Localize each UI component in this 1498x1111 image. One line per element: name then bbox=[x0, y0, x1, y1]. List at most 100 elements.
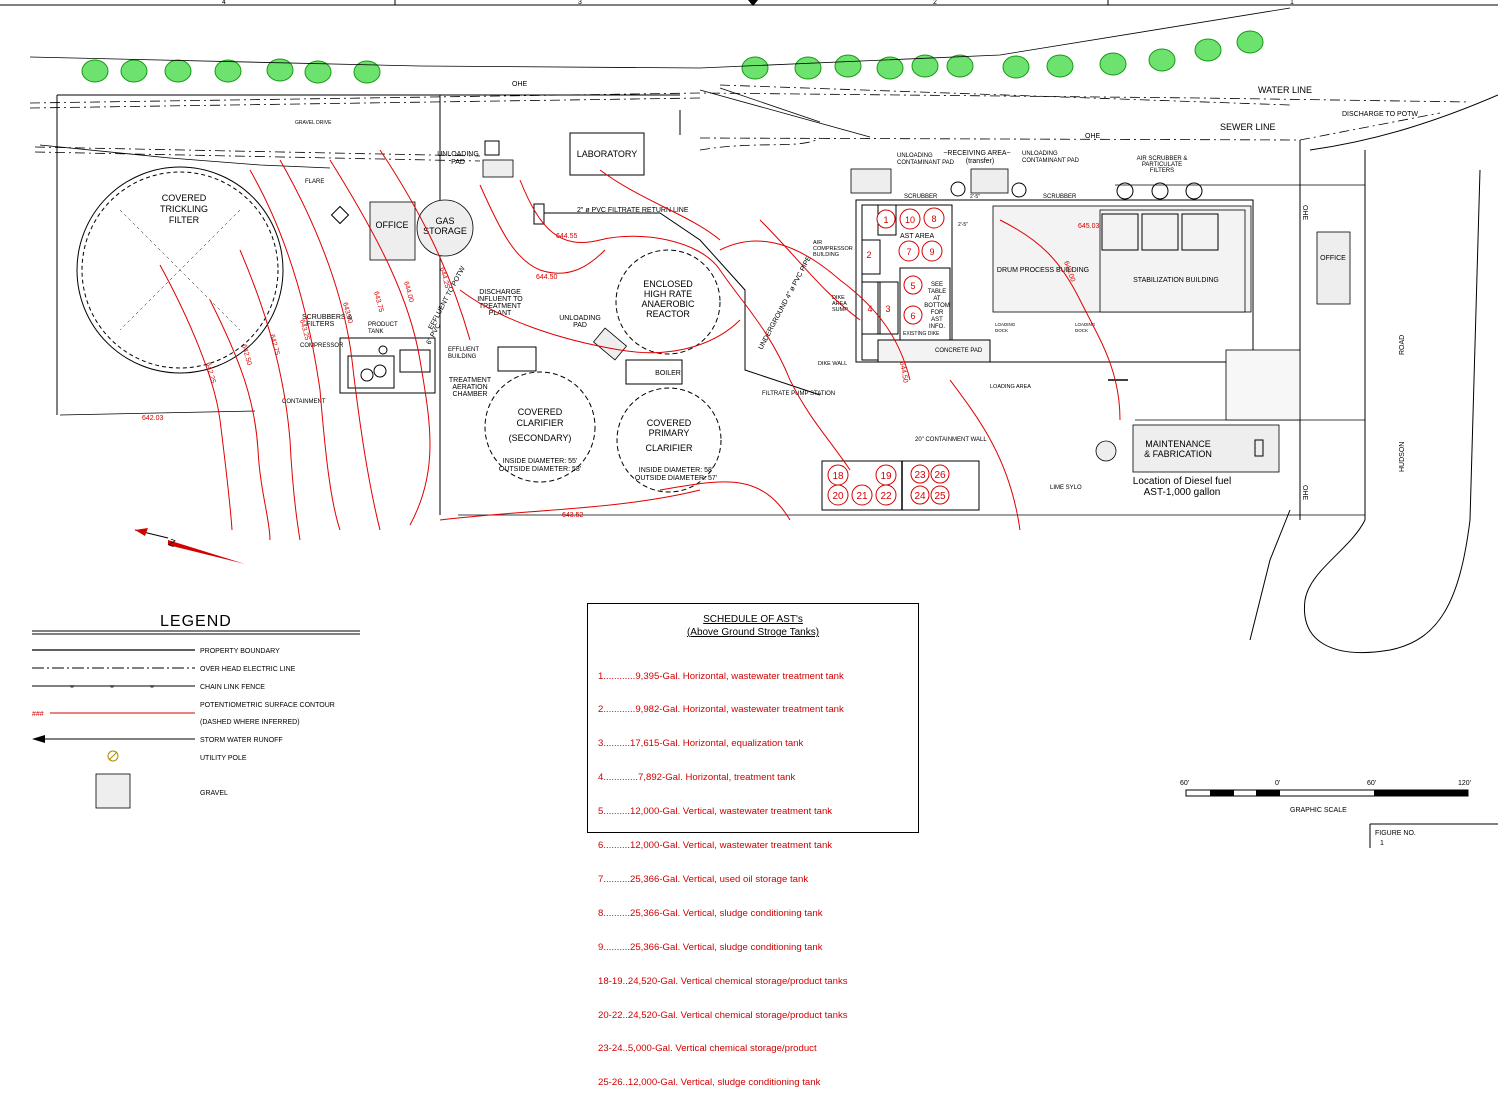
chem-tank-24: 24 bbox=[910, 485, 930, 505]
chem-tank-22: 22 bbox=[875, 484, 897, 506]
north-arrow: Z bbox=[134, 528, 245, 564]
laboratory-label: LABORATORY bbox=[577, 149, 638, 159]
ast-tank-3: 3 bbox=[885, 304, 890, 314]
graphic-scale: 60' 0' 60' 120' GRAPHIC SCALE bbox=[1180, 780, 1471, 814]
chem-tank-21-num: 21 bbox=[856, 491, 868, 502]
aeration-chamber bbox=[497, 346, 537, 372]
scrubbers-filters-line1: SCRUBBERS & bbox=[302, 314, 353, 321]
schedule-title: SCHEDULE OF AST's bbox=[703, 614, 803, 625]
ast-schedule: SCHEDULE OF AST's (Above Ground Stroge T… bbox=[587, 603, 919, 1088]
existing-dike-label: EXISTING DIKE bbox=[903, 331, 940, 337]
concrete-pad-label: CONCRETE PAD bbox=[935, 348, 983, 354]
gas-storage-tank bbox=[416, 199, 474, 257]
office-east bbox=[1316, 231, 1351, 305]
contour-642-25: 642.25 bbox=[204, 362, 216, 385]
site-plan: 4 3 2 1 bbox=[0, 0, 1498, 848]
svg-text:×: × bbox=[150, 684, 154, 691]
ast-tank-3-num: 3 bbox=[885, 304, 890, 314]
chem-tank-18-num: 18 bbox=[832, 471, 844, 482]
discharge-influent-line2: INFLUENT TO bbox=[477, 296, 523, 303]
drum-process-label: DRUM PROCESS BUILDING bbox=[997, 267, 1089, 274]
diesel-line2: AST-1,000 gallon bbox=[1144, 487, 1221, 498]
schedule-row: 18-19..24,520-Gal. Vertical chemical sto… bbox=[598, 975, 848, 987]
legend: ××× ### LEGEND PROPERTY BOUNDARY OVER HE… bbox=[32, 613, 360, 809]
ohe-label-4: OHE bbox=[1301, 485, 1308, 501]
air-compressor-line3: BUILDING bbox=[813, 252, 839, 258]
potentiometric-contours bbox=[159, 149, 1121, 541]
clarifier-sec-line3: (SECONDARY) bbox=[509, 433, 572, 443]
frame-col-1: 1 bbox=[1290, 0, 1294, 6]
legend-item-contour: POTENTIOMETRIC SURFACE CONTOUR bbox=[200, 702, 335, 709]
dim-label-2: 2'-5" bbox=[970, 194, 980, 200]
air-scrubber-line2: PARTICULATE bbox=[1142, 162, 1182, 168]
trickling-filter: COVERED TRICKLING FILTER bbox=[76, 166, 284, 374]
ast-tank-7-num: 7 bbox=[906, 247, 911, 257]
dike-sump-line3: SUMP bbox=[832, 307, 848, 313]
water-line-label: WATER LINE bbox=[1258, 85, 1312, 95]
schedule-row: 25-26..12,000-Gal. Vertical, sludge cond… bbox=[598, 1077, 821, 1089]
flare-symbol bbox=[330, 205, 350, 225]
maintenance-line2: & FABRICATION bbox=[1144, 449, 1212, 459]
filtrate-box bbox=[533, 203, 545, 225]
chem-tank-19: 19 bbox=[875, 464, 897, 486]
see-table-line2: TABLE bbox=[928, 289, 947, 295]
ast-tank-4-num: 4 bbox=[867, 304, 872, 314]
ast-tank-8-num: 8 bbox=[931, 214, 936, 224]
unloading-contam-1-line2: CONTAMINANT PAD bbox=[897, 160, 955, 166]
product-tank-line1: PRODUCT bbox=[368, 322, 398, 328]
maintenance-line1: MAINTENANCE bbox=[1145, 439, 1211, 449]
chem-tank-25: 25 bbox=[930, 485, 950, 505]
unloading-contaminant-pad-2 bbox=[970, 168, 1009, 194]
loading-dock-2-line1: LOADING bbox=[1075, 322, 1096, 327]
boiler-building bbox=[625, 359, 683, 385]
ast-tank-9: 9 bbox=[921, 240, 943, 262]
air-scrubber-line3: FILTERS bbox=[1150, 168, 1174, 174]
contour-644-50-a: 644.50 bbox=[536, 274, 558, 281]
unloading-pad-1 bbox=[482, 159, 514, 178]
gravel-drive-label: GRAVEL DRIVE bbox=[295, 120, 332, 126]
figure-block: FIGURE NO. 1 bbox=[1369, 823, 1498, 848]
contour-643-75: 643.75 bbox=[372, 291, 384, 314]
office-building bbox=[369, 201, 416, 261]
office-east-label: OFFICE bbox=[1320, 255, 1346, 262]
dike-wall-label: DIKE WALL bbox=[818, 361, 847, 367]
ast-tank-6-num: 6 bbox=[910, 311, 915, 321]
chemical-tank-area: 20" CONTAINMENT WALL 18 19 20 21 22 23 2… bbox=[821, 437, 987, 511]
effluent-building-line2: BUILDING bbox=[448, 354, 477, 360]
chem-tank-23-num: 23 bbox=[914, 470, 926, 481]
sewer-line-label: SEWER LINE bbox=[1220, 122, 1276, 132]
see-table-note: SEE TABLE AT BOTTOM FOR AST INFO. bbox=[924, 282, 950, 330]
loading-dock-1-line2: DOCK bbox=[995, 328, 1008, 333]
see-table-line3: AT bbox=[933, 296, 941, 302]
scrubber-1-icon bbox=[950, 181, 966, 197]
ast-tank-4: 4 bbox=[867, 304, 872, 314]
scrubber-2-label: SCRUBBER bbox=[1043, 194, 1077, 200]
schedule-rows: 1............9,395-Gal. Horizontal, wast… bbox=[598, 648, 848, 1111]
see-table-line6: AST bbox=[931, 317, 943, 323]
road-label-1: ROAD bbox=[1399, 335, 1406, 355]
secondary-clarifier: COVERED CLARIFIER (SECONDARY) INSIDE DIA… bbox=[484, 371, 596, 483]
chem-tank-19-num: 19 bbox=[880, 471, 892, 482]
ast-tank-7: 7 bbox=[898, 240, 920, 262]
anaerobic-reactor: ENCLOSED HIGH RATE ANAEROBIC REACTOR bbox=[615, 249, 721, 355]
containment-area bbox=[339, 337, 436, 394]
schedule-row: 3..........17,615-Gal. Horizontal, equal… bbox=[598, 738, 804, 750]
aeration-line3: CHAMBER bbox=[452, 391, 487, 398]
clarifier-pri-line3: CLARIFIER bbox=[645, 443, 693, 453]
chem-tank-23: 23 bbox=[910, 464, 930, 484]
clarifier-pri-line2: PRIMARY bbox=[649, 428, 690, 438]
containment-label: CONTAINMENT bbox=[282, 399, 326, 405]
scrubber-2-icon bbox=[1011, 182, 1027, 198]
boiler-label: BOILER bbox=[655, 370, 681, 377]
ast-area bbox=[855, 199, 1254, 363]
trickling-filter-line1: COVERED bbox=[162, 193, 207, 203]
see-table-line4: BOTTOM bbox=[924, 303, 950, 309]
chem-tank-20: 20 bbox=[827, 484, 849, 506]
dim-label-1: 2'-5" bbox=[958, 222, 968, 228]
diesel-ast bbox=[1254, 439, 1264, 457]
scale-tick-120: 120' bbox=[1458, 780, 1471, 787]
discharge-influent-line1: DISCHARGE bbox=[479, 289, 521, 296]
see-table-line1: SEE bbox=[931, 282, 943, 288]
schedule-row: 1............9,395-Gal. Horizontal, wast… bbox=[598, 670, 844, 682]
ast-tank-5-num: 5 bbox=[910, 281, 915, 291]
